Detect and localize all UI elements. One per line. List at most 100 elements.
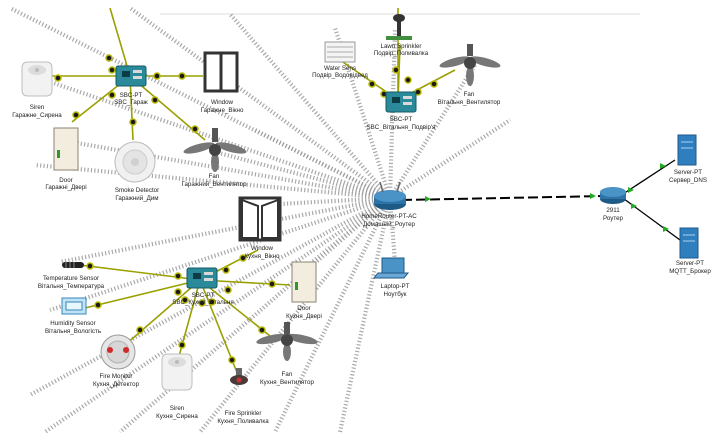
device-type-label: Smoke Detector [115,187,159,194]
device-type-label: Fan [282,371,293,378]
device-router-2911[interactable]: 2911 Роутер [600,187,626,222]
device-name-label: Сервер_DNS [669,177,707,184]
laptop-icon [372,257,410,279]
device-sprinkler-kitchen[interactable]: Fire Sprinkler Кухня_Поливалка [217,368,269,425]
device-name-label: SBC_Гараж [114,99,148,106]
device-name-label: Подвір_Водовідвед [312,72,368,79]
device-name-label: Гаражні_Двері [45,184,86,191]
link-port [628,187,634,193]
device-sbc-garage[interactable]: SBC-PT SBC_Гараж [114,65,149,106]
device-smoke-garage[interactable]: Smoke Detector Гаражний_Дим [114,141,159,202]
device-sbc-kitchen[interactable]: SBC-PT SBC_Кухня_Вітальня [172,267,234,306]
device-server-dns[interactable]: Server-PT Сервер_DNS [669,134,707,184]
humidity-sensor-icon [61,297,87,315]
link-ports [54,14,438,364]
device-name-label: Вітальня_Температура [38,283,105,290]
device-type-label: SBC-PT [390,116,413,123]
device-type-label: Window [251,245,274,252]
link-port [590,193,596,199]
router-icon [600,187,626,204]
mqtt-link [619,195,681,241]
device-name-label: Гаражний_Дим [115,195,158,202]
door-icon [53,127,79,171]
device-name-label: Ноутбук [384,291,407,298]
fan-icon [256,322,318,361]
fan-icon [439,44,501,86]
window-icon [238,196,282,242]
sbc-board-icon [385,91,417,113]
server-icon [679,227,699,259]
device-temp-living[interactable]: Temperature Sensor Вітальня_Температура [38,262,105,290]
siren-icon [21,61,53,97]
device-name-label: SBC_Вітальня_Подвір'я [367,124,436,131]
fire-monitor-icon [100,334,136,370]
device-type-label: Humidity Sensor [50,320,95,327]
device-name-label: Кухня_Сирена [156,413,198,420]
device-name-label: Кухня_Вентилятор [260,379,314,386]
device-sbc-porch[interactable]: SBC-PT SBC_Вітальня_Подвір'я [367,91,436,131]
device-type-label: Water Sens [324,65,356,72]
device-type-label: Siren [30,104,45,111]
temperature-sensor-icon [62,262,84,268]
device-type-label: Fire Monitor [99,373,132,380]
device-door-garage[interactable]: Door Гаражні_Двері [45,127,87,191]
smoke-detector-icon [114,141,156,183]
home-router-icon [374,181,406,210]
device-name-label: Гаражне_Сирена [12,112,62,119]
device-laptop[interactable]: Laptop-PT Ноутбук [372,257,410,298]
device-name-label: Кухня_Детектор [93,381,140,388]
server-icon [677,134,697,166]
device-type-label: Temperature Sensor [43,275,99,282]
wan-link [401,195,606,201]
device-door-kitchen[interactable]: Door Кухня_Двері [286,261,322,320]
device-type-label: Fan [464,91,475,98]
device-fan-living[interactable]: Fan Вітальня_Вентилятор [438,44,502,106]
device-type-label: Lawn Sprinkler [381,43,422,50]
device-server-mqtt[interactable]: Server-PT MQTT_Брокер [669,227,711,275]
device-lawn-porch[interactable]: Lawn Sprinkler Подвір_Поливалка [374,14,429,57]
device-type-label: SBC-PT [192,292,215,299]
device-type-label: Window [211,99,234,106]
sbc-board-icon [186,267,218,289]
device-humidity-living[interactable]: Humidity Sensor Вітальня_Вологість [45,297,101,335]
link-port [631,203,637,209]
door-icon [291,261,317,303]
device-name-label: Вітальня_Вологість [45,328,101,335]
device-fire-kitchen[interactable]: Fire Monitor Кухня_Детектор [93,334,140,388]
wireless-links [9,6,512,433]
device-type-label: SBC-PT [120,92,143,99]
device-siren-garage[interactable]: Siren Гаражне_Сирена [12,61,62,119]
device-name-label: Кухня_Двері [286,313,322,320]
fire-sprinkler-icon [230,368,248,385]
link-port [660,163,666,169]
device-siren-kitchen[interactable]: Siren Кухня_Сирена [156,353,198,420]
device-name-label: Подвір_Поливалка [374,50,429,57]
device-water-porch[interactable]: Water Sens Подвір_Водовідвед [312,41,368,79]
device-type-label: Door [59,177,72,184]
device-home-router[interactable]: HomeRouter-PT-AC Домашній_Роутер [361,181,417,228]
device-type-label: Laptop-PT [381,283,410,290]
device-type-label: Siren [170,405,185,412]
device-fan-kitchen[interactable]: Fan Кухня_Вентилятор [256,322,319,386]
device-type-label: Fan [209,173,220,180]
device-type-label: 2911 [606,207,620,214]
siren-icon [161,353,193,391]
sbc-board-icon [115,65,147,87]
device-type-label: Server-PT [674,169,702,176]
device-window-garage[interactable]: Window Гаражне_Вікно [201,51,244,114]
device-name-label: Кухня_Поливалка [217,418,269,425]
device-fan-garage[interactable]: Fan Гаражний_Вентилятор [181,128,247,188]
device-name-label: Гаражне_Вікно [201,107,244,114]
link-port [663,226,669,232]
device-type-label: Fire Sprinkler [225,410,262,417]
device-window-kitchen[interactable]: Window Кухня_Вікно [238,196,282,260]
fan-icon [183,128,247,172]
device-type-label: Door [297,305,310,312]
device-name-label: Роутер [603,215,624,222]
device-type-label: Server-PT [676,260,704,267]
device-name-label: MQTT_Брокер [669,268,711,275]
device-name-label: SBC_Кухня_Вітальня [172,299,233,306]
window-icon [203,51,239,93]
device-name-label: Домашній_Роутер [363,221,416,228]
